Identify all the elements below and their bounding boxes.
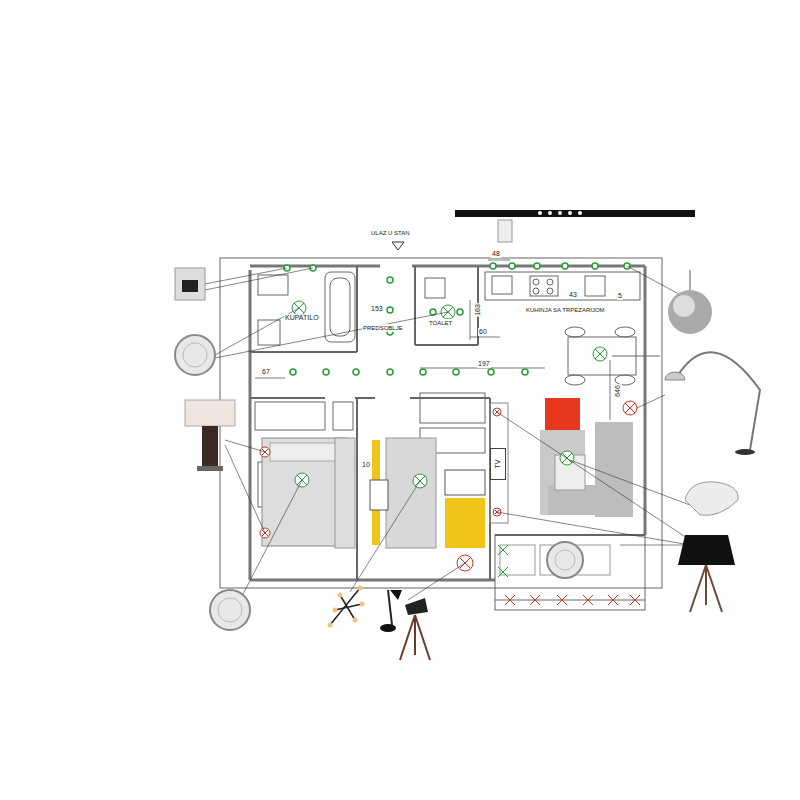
tv-label: TV (494, 460, 502, 469)
plan-label: 197 (477, 360, 491, 368)
plan-label: 10 (361, 461, 371, 469)
plan-label: 43 (568, 291, 578, 299)
plan-label: 48 (491, 250, 501, 258)
plan-label: 153 (370, 305, 384, 313)
plan-label: 67 (261, 368, 271, 376)
plan-label: 60 (478, 328, 488, 336)
plan-label: KUHINJA SA TRPEZARIJOM (525, 306, 606, 314)
plan-label: TOALET (428, 319, 453, 327)
plan-label: 163 (474, 303, 482, 317)
plan-label: 5 (617, 292, 623, 300)
plan-label: KUPATILO (284, 314, 320, 322)
plan-label: ULAZ U STAN (370, 229, 411, 237)
tv-box: TV (490, 448, 506, 480)
plan-label: 646 (614, 384, 622, 398)
plan-label: PREDSOBLJE (362, 324, 404, 332)
